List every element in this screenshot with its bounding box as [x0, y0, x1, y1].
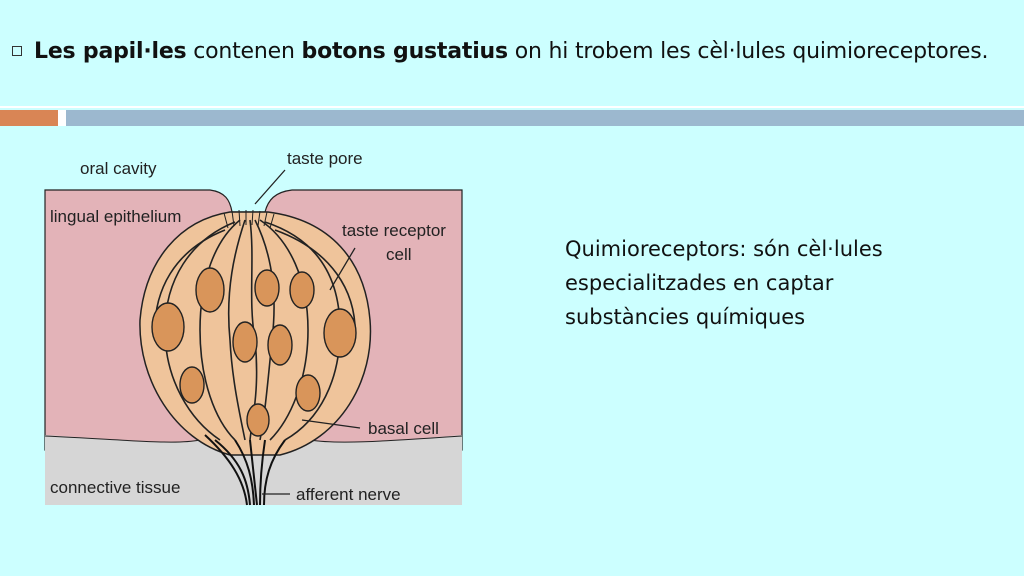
- divider-gap: [58, 110, 66, 126]
- epithelium-base-line: [44, 435, 463, 443]
- divider-accent-orange: [0, 110, 58, 126]
- label-lingual-epithelium: lingual epithelium: [50, 207, 182, 226]
- label-basal-cell: basal cell: [368, 419, 439, 438]
- taste-receptor-pointer: [329, 247, 356, 291]
- bold-term-papilles: Les papil·les: [34, 39, 187, 64]
- bullet-square-icon: [12, 46, 22, 56]
- label-afferent-nerve: afferent nerve: [296, 485, 401, 504]
- bullet-text-part2: on hi trobem les cèl·lules quimiorecepto…: [507, 39, 989, 64]
- divider-line: [0, 106, 1024, 108]
- bullet-text: Les papil·les contenen botons gustatius …: [34, 34, 994, 70]
- bullet-text-part1: contenen: [186, 39, 302, 64]
- label-taste-pore: taste pore: [287, 149, 363, 168]
- taste-bud-illustration: [44, 169, 463, 506]
- basal-cell-pointer: [301, 419, 361, 429]
- taste-bud-diagram: oral cavity taste pore lingual epitheliu…: [40, 140, 470, 510]
- nucleus: [195, 267, 225, 313]
- label-connective-tissue: connective tissue: [50, 478, 181, 497]
- label-oral-cavity: oral cavity: [80, 159, 157, 178]
- bold-term-botons: botons gustatius: [301, 39, 509, 64]
- label-taste-receptor-cell-line2: cell: [386, 245, 412, 264]
- quimioreceptors-description: Quimioreceptors: són cèl·lules especiali…: [565, 237, 883, 329]
- divider-accent-blue: [66, 110, 1024, 126]
- label-taste-receptor-cell-line1: taste receptor: [342, 221, 446, 240]
- taste-pore-pointer: [254, 169, 286, 205]
